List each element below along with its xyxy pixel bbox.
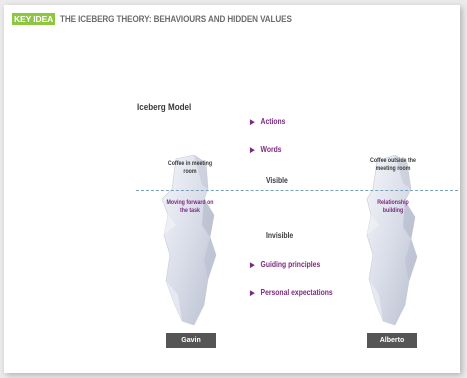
diagram-title: Iceberg Model (137, 102, 192, 113)
arrow-icon: ▶ (250, 119, 255, 126)
left-name-box: Gavin (166, 333, 216, 348)
slide: KEY IDEA THE ICEBERG THEORY: BEHAVIOURS … (4, 5, 460, 373)
invisible-label: Invisible (266, 231, 294, 240)
right-name-box: Alberto (367, 333, 417, 348)
key-idea-badge: KEY IDEA (12, 13, 56, 25)
left-iceberg-top-text: Coffee in meeting room (167, 160, 213, 175)
right-iceberg-bottom-text: Relationship building (377, 199, 409, 214)
bullet-actions: ▶ Actions (250, 117, 285, 126)
bullet-guiding-principles-label: Guiding principles (260, 260, 321, 269)
bullet-guiding-principles: ▶ Guiding principles (250, 260, 320, 269)
left-iceberg-bottom-text: Moving forward on the task (166, 199, 214, 214)
bullet-personal-expectations-label: Personal expectations (260, 288, 333, 297)
arrow-icon: ▶ (250, 290, 255, 297)
waterline (136, 190, 458, 191)
slide-title: THE ICEBERG THEORY: BEHAVIOURS AND HIDDE… (59, 14, 292, 24)
bullet-words-label: Words (260, 145, 282, 154)
left-iceberg (161, 155, 217, 326)
bullet-actions-label: Actions (260, 117, 286, 126)
bullet-personal-expectations: ▶ Personal expectations (250, 288, 333, 297)
bullet-words: ▶ Words (250, 145, 282, 154)
right-iceberg-top-text: Coffee outside the meeting room (370, 157, 416, 172)
slide-header: KEY IDEA THE ICEBERG THEORY: BEHAVIOURS … (12, 13, 317, 25)
right-iceberg (366, 155, 418, 326)
arrow-icon: ▶ (250, 147, 255, 154)
visible-label: Visible (266, 176, 288, 185)
arrow-icon: ▶ (250, 262, 255, 269)
